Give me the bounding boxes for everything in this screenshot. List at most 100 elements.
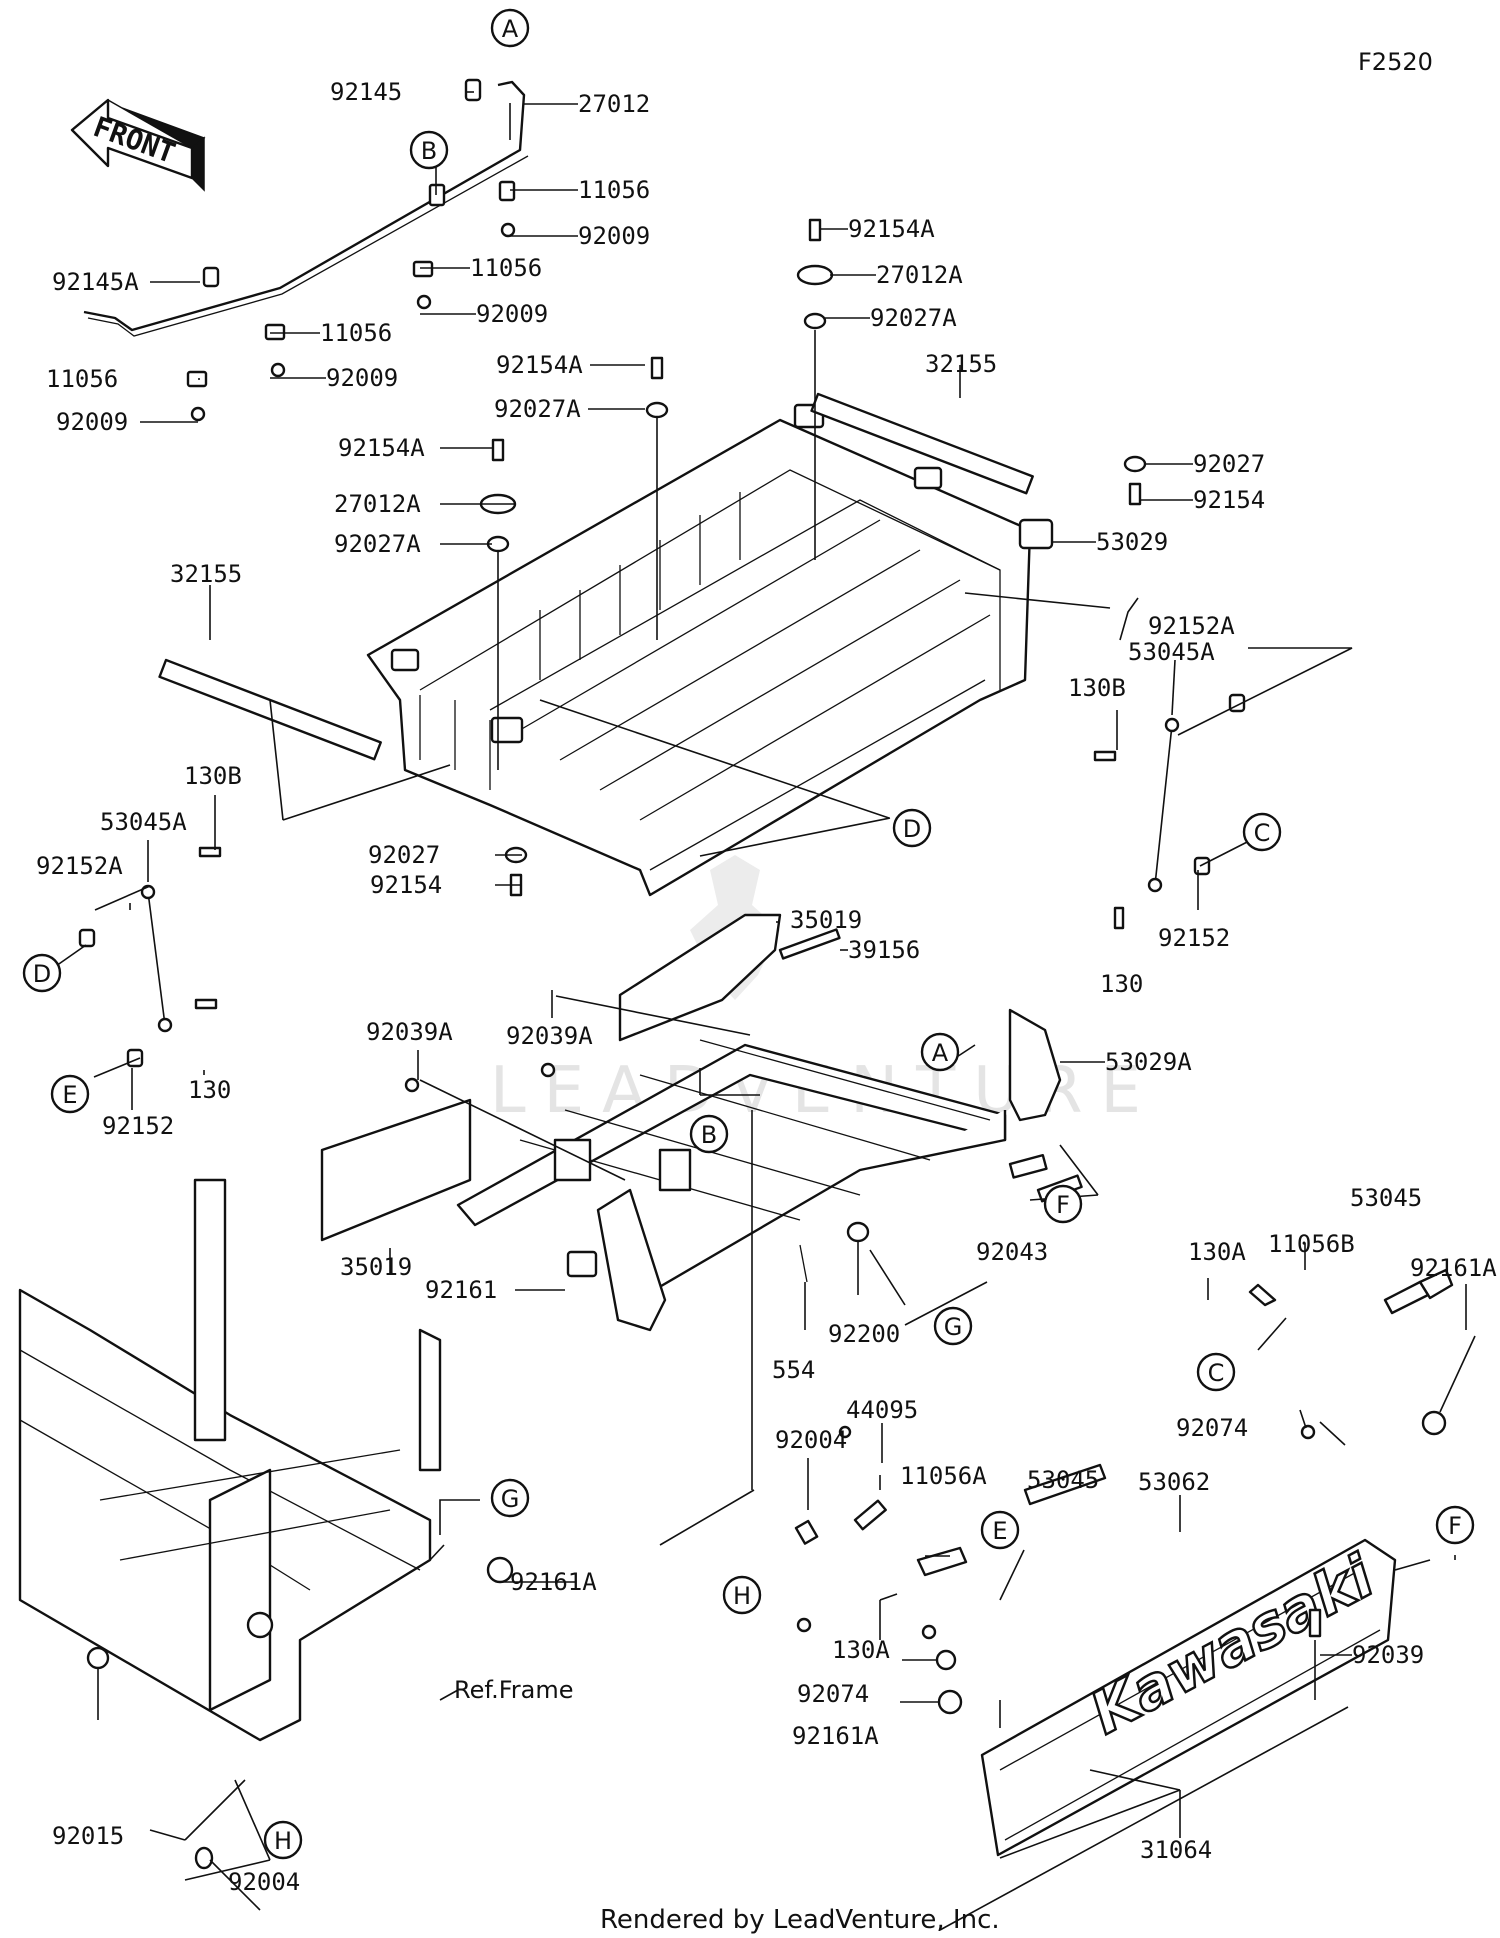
panel-upper <box>618 913 782 1042</box>
svg-text:E: E <box>992 1517 1007 1545</box>
part-label: 35019 <box>790 906 862 934</box>
part-label: 53029A <box>1105 1048 1192 1076</box>
part-label: 27012A <box>876 261 963 289</box>
part-label: 92154 <box>1193 486 1265 514</box>
part-label: 11056 <box>470 254 542 282</box>
part-label: 92004 <box>775 1426 847 1454</box>
bar-39156 <box>778 928 841 960</box>
part-label: 53045A <box>1128 638 1215 666</box>
bar-left <box>158 658 382 761</box>
callout-marker: C <box>1196 1352 1236 1392</box>
part-label: 11056A <box>900 1462 987 1490</box>
cargo-bed <box>366 403 1054 897</box>
callout-marker: F <box>1435 1505 1475 1545</box>
part-label: 92154A <box>338 434 425 462</box>
part-label: 32155 <box>170 560 242 588</box>
tailgate: Kawasaki <box>980 1538 1397 1857</box>
callout-marker: A <box>490 8 530 48</box>
callout-marker: B <box>409 130 449 170</box>
part-label: 92161 <box>425 1276 497 1304</box>
part-label: 92009 <box>578 222 650 250</box>
callout-marker: G <box>933 1306 973 1346</box>
part-label: 92043 <box>976 1238 1048 1266</box>
part-label: 39156 <box>848 936 920 964</box>
part-label: 92009 <box>476 300 548 328</box>
svg-text:D: D <box>33 960 51 988</box>
rod-31064 <box>939 1706 1349 1931</box>
svg-text:C: C <box>1254 819 1271 847</box>
part-label: 92200 <box>828 1320 900 1348</box>
part-label: 92027A <box>494 395 581 423</box>
part-label: 554 <box>772 1356 815 1384</box>
part-label: 92074 <box>797 1680 869 1708</box>
part-label: 53045A <box>100 808 187 836</box>
callout-marker: D <box>22 953 62 993</box>
part-label: 92027 <box>368 841 440 869</box>
part-label: 130B <box>1068 674 1126 702</box>
part-label: 11056B <box>1268 1230 1355 1258</box>
callout-marker: D <box>892 808 932 848</box>
callout-marker: A <box>920 1032 960 1072</box>
callout-marker: E <box>50 1074 90 1114</box>
render-credit: Rendered by LeadVenture, Inc. <box>600 1905 1000 1935</box>
part-label: 44095 <box>846 1396 918 1424</box>
ref-frame <box>18 1178 514 1870</box>
svg-text:B: B <box>421 137 437 165</box>
part-label: 27012 <box>578 90 650 118</box>
callout-marker: C <box>1242 812 1282 852</box>
part-label: 92027 <box>1193 450 1265 478</box>
part-label: 11056 <box>320 319 392 347</box>
part-label: 53029 <box>1096 528 1168 556</box>
part-label: 31064 <box>1140 1836 1212 1864</box>
part-label: 92152A <box>1148 612 1235 640</box>
svg-text:H: H <box>274 1827 292 1855</box>
part-label: 53045 <box>1027 1466 1099 1494</box>
part-label: 92039A <box>366 1018 453 1046</box>
svg-text:F: F <box>1448 1512 1462 1540</box>
part-label: 92152 <box>102 1112 174 1140</box>
svg-text:F: F <box>1056 1191 1070 1219</box>
svg-text:H: H <box>733 1582 751 1610</box>
part-label: 92039A <box>506 1022 593 1050</box>
part-label: 35019 <box>340 1253 412 1281</box>
svg-text:A: A <box>502 15 519 43</box>
svg-text:G: G <box>944 1313 963 1341</box>
callout-marker: G <box>490 1478 530 1518</box>
svg-text:A: A <box>932 1039 949 1067</box>
part-label: 11056 <box>578 176 650 204</box>
part-label: 27012A <box>334 490 421 518</box>
part-label: 92074 <box>1176 1414 1248 1442</box>
part-label: 92004 <box>228 1868 300 1896</box>
svg-text:D: D <box>903 815 921 843</box>
part-label: 32155 <box>925 350 997 378</box>
part-label: 92027A <box>870 304 957 332</box>
callout-marker: B <box>689 1114 729 1154</box>
part-label: 92009 <box>326 364 398 392</box>
svg-text:C: C <box>1208 1359 1225 1387</box>
callout-marker: E <box>980 1510 1020 1550</box>
panel-lower <box>320 1098 472 1242</box>
part-label: 130B <box>184 762 242 790</box>
part-label: 92154A <box>496 351 583 379</box>
part-label: 130 <box>1100 970 1143 998</box>
callout-marker: H <box>263 1820 303 1860</box>
part-label: 92152 <box>1158 924 1230 952</box>
sub-frame <box>404 1008 1062 1332</box>
part-label: 53045 <box>1350 1184 1422 1212</box>
strap-left <box>78 846 222 1068</box>
front-arrow-icon: FRONT <box>70 98 206 192</box>
svg-text:E: E <box>62 1081 77 1109</box>
part-label: 92154 <box>370 871 442 899</box>
leader-lines <box>55 91 1476 1911</box>
part-label: 11056 <box>46 365 118 393</box>
part-label: 92145A <box>52 268 139 296</box>
part-label: 92152A <box>36 852 123 880</box>
svg-text:B: B <box>701 1121 717 1149</box>
part-label: 92145 <box>330 78 402 106</box>
part-label: 92161A <box>510 1568 597 1596</box>
part-label: 53062 <box>1138 1468 1210 1496</box>
latches <box>794 1174 1454 1715</box>
callout-marker: F <box>1043 1184 1083 1224</box>
part-label: 92161A <box>792 1722 879 1750</box>
